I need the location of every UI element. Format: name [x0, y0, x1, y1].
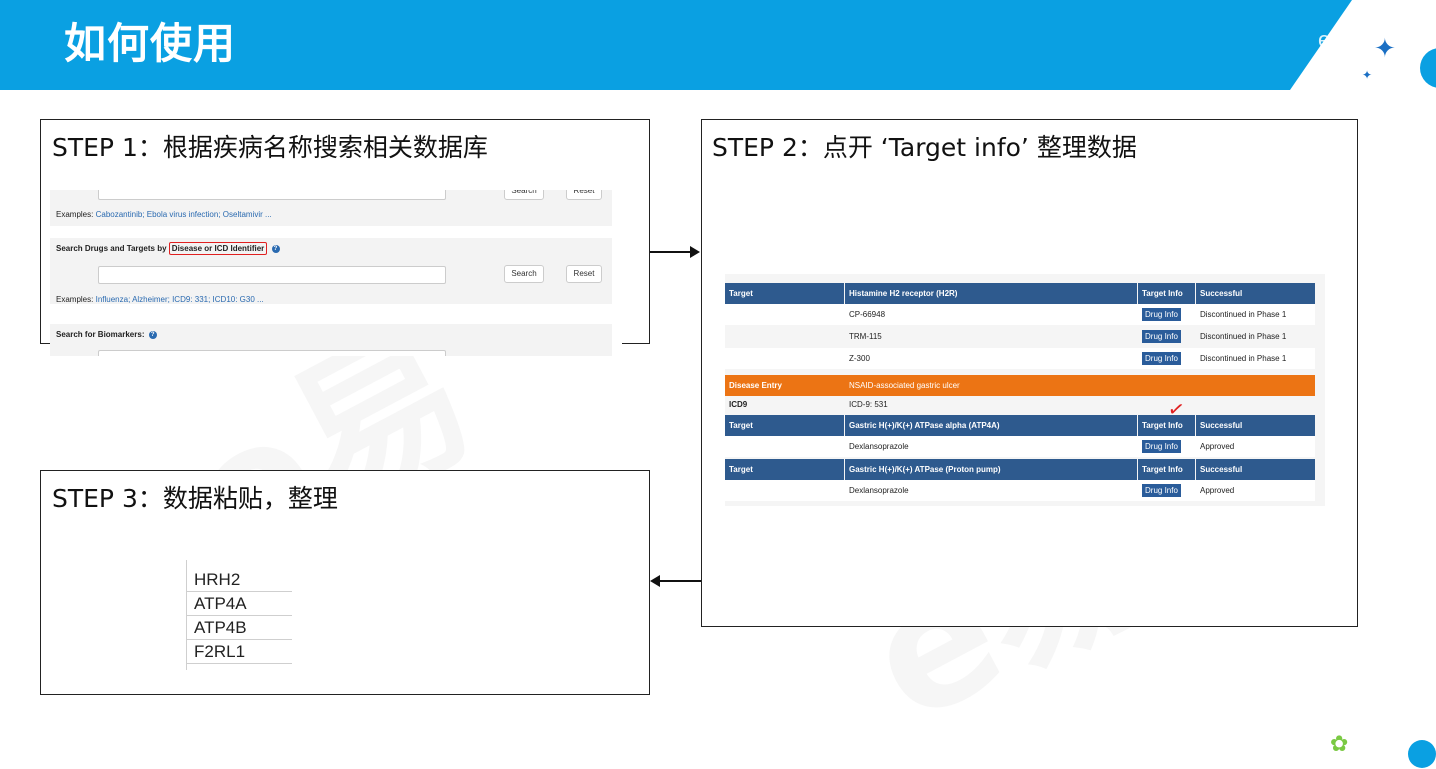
search-input[interactable]	[98, 190, 446, 200]
arrow-step1-to-step2	[650, 251, 692, 253]
examples-links[interactable]: Cabozantinib; Ebola virus infection; Ose…	[95, 210, 272, 219]
sparkle-small-icon: ✦	[1362, 68, 1373, 82]
drug-status: Discontinued in Phase 1	[1200, 310, 1287, 319]
step1-title: STEP 1：根据疾病名称搜索相关数据库	[52, 133, 488, 162]
target-label: Target	[725, 415, 844, 436]
drug-name: TRM-115	[849, 332, 882, 341]
disease-icd-highlight[interactable]: Disease or ICD Identifier	[168, 242, 268, 255]
header-bar	[0, 0, 1436, 90]
step3-box	[40, 470, 650, 695]
target-label: Target	[725, 283, 844, 304]
disease-entry-label: Disease Entry	[729, 381, 782, 390]
drug-status: Discontinued in Phase 1	[1200, 354, 1287, 363]
target-table: Target Histamine H2 receptor (H2R) Targe…	[725, 274, 1325, 506]
drug-status: Approved	[1200, 486, 1235, 495]
drug-status: Approved	[1200, 442, 1235, 451]
arrow-head-left	[650, 575, 660, 587]
drug-info-button[interactable]: Drug Info	[1142, 484, 1181, 497]
table-header-row: Target Gastric H(+)/K(+) ATPase (Proton …	[725, 459, 1315, 480]
reset-button[interactable]: Reset	[566, 190, 602, 200]
examples2-links[interactable]: Influenza; Alzheimer; ICD9: 331; ICD10: …	[95, 295, 264, 304]
arrow-step2-to-step3	[660, 580, 701, 582]
drug-info-button[interactable]: Drug Info	[1142, 440, 1181, 453]
list-item: HRH2	[186, 568, 292, 592]
table-row: Dexlansoprazole Drug Info Approved	[725, 480, 1315, 501]
decor-circle-bottom	[1408, 740, 1436, 768]
target-name: Gastric H(+)/K(+) ATPase (Proton pump)	[845, 459, 1137, 480]
target-label: Target	[725, 459, 844, 480]
disease-search-label: Search Drugs and Targets by	[56, 244, 167, 253]
drug-info-button[interactable]: Drug Info	[1142, 330, 1181, 343]
examples2-label: Examples:	[56, 295, 94, 304]
table-row: TRM-115 Drug Info Discontinued in Phase …	[725, 326, 1315, 347]
table-row: CP-66948 Drug Info Discontinued in Phase…	[725, 304, 1315, 325]
target-info-link[interactable]: Target Info	[1138, 283, 1195, 304]
examples2-line: Examples: Influenza; Alzheimer; ICD9: 33…	[56, 295, 264, 304]
gene-list: HRH2 ATP4A ATP4B F2RL1	[180, 560, 292, 670]
table-row: Dexlansoprazole Drug Info Approved	[725, 436, 1315, 457]
help-icon[interactable]: ?	[271, 244, 280, 253]
disease-search-label-line: Search Drugs and Targets by Disease or I…	[56, 242, 280, 255]
drug-status: Discontinued in Phase 1	[1200, 332, 1287, 341]
list-item: ATP4B	[186, 616, 292, 640]
search-button[interactable]: Search	[504, 190, 544, 200]
decor-circle	[1420, 48, 1436, 88]
table-header-row: Target Histamine H2 receptor (H2R) Targe…	[725, 283, 1315, 304]
drug-name: Dexlansoprazole	[849, 486, 909, 495]
disease-search-input[interactable]	[98, 266, 446, 284]
step1-screenshot: Search Reset Examples: Cabozantinib; Ebo…	[50, 190, 622, 356]
step3-title: STEP 3：数据粘贴，整理	[52, 484, 338, 513]
target-info-link[interactable]: Target Info	[1138, 459, 1195, 480]
icd-value: ICD-9: 531	[849, 400, 888, 409]
drug-info-button[interactable]: Drug Info	[1142, 352, 1181, 365]
icd-label: ICD9	[729, 400, 748, 409]
page-title: 如何使用	[64, 19, 237, 68]
drug-name: Z-300	[849, 354, 870, 363]
step2-title: STEP 2：点开 ‘Target info’ 整理数据	[712, 133, 1137, 162]
disease-entry-row: Disease Entry NSAID-associated gastric u…	[725, 375, 1315, 396]
table-header-row: Target Gastric H(+)/K(+) ATPase alpha (A…	[725, 415, 1315, 436]
list-item: F2RL1	[186, 640, 292, 664]
drug-name: CP-66948	[849, 310, 886, 319]
disease-reset-button[interactable]: Reset	[566, 265, 602, 283]
target-status: Successful	[1196, 283, 1315, 304]
biomarker-label-line: Search for Biomarkers: ?	[56, 330, 157, 339]
disease-search-button[interactable]: Search	[504, 265, 544, 283]
list-item: ATP4A	[186, 592, 292, 616]
examples-label: Examples:	[56, 210, 94, 219]
target-status: Successful	[1196, 459, 1315, 480]
help-icon[interactable]: ?	[148, 330, 157, 339]
drug-info-button[interactable]: Drug Info	[1142, 308, 1181, 321]
arrow-head-right	[690, 246, 700, 258]
sparkle-icon: ✦	[1374, 34, 1396, 64]
target-info-link[interactable]: Target Info	[1138, 415, 1195, 436]
target-name: Gastric H(+)/K(+) ATPase alpha (ATP4A)	[845, 415, 1137, 436]
icd-row: ICD9 ICD-9: 531	[725, 394, 1315, 415]
disease-entry-value: NSAID-associated gastric ulcer	[849, 381, 960, 390]
brand-logo: e易…	[1318, 27, 1375, 52]
table-row: Z-300 Drug Info Discontinued in Phase 1	[725, 348, 1315, 369]
examples-line: Examples: Cabozantinib; Ebola virus infe…	[56, 210, 272, 219]
biomarker-label: Search for Biomarkers:	[56, 330, 145, 339]
drug-name: Dexlansoprazole	[849, 442, 909, 451]
target-name: Histamine H2 receptor (H2R)	[845, 283, 1137, 304]
decor-leaf-icon: ✿	[1330, 732, 1349, 757]
target-status: Successful	[1196, 415, 1315, 436]
biomarker-input[interactable]	[98, 350, 446, 356]
